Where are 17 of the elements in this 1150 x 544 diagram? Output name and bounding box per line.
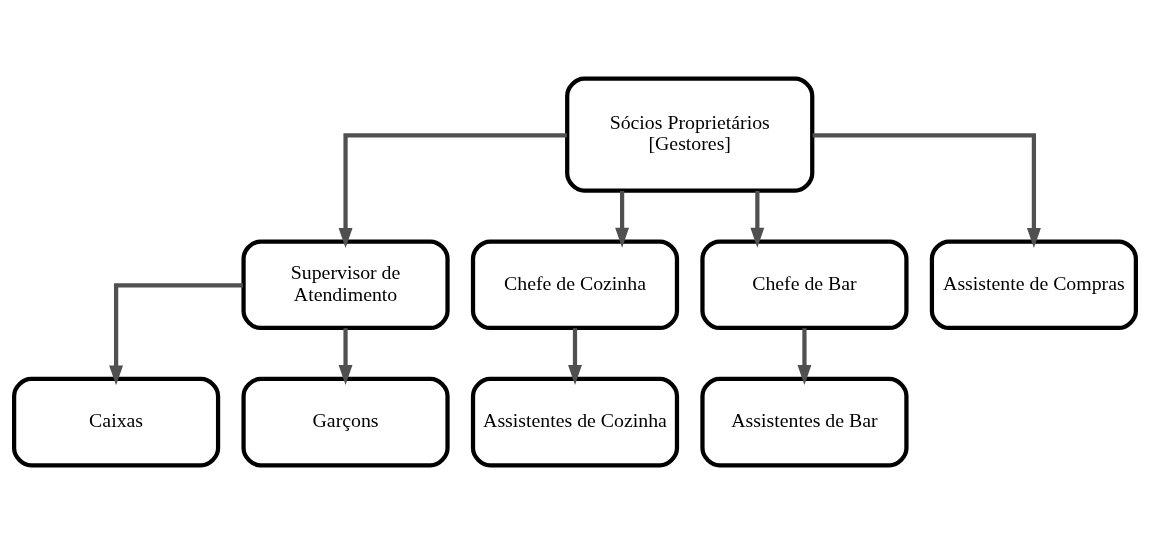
node-box: Assistente de Compras [929, 239, 1138, 331]
node-box: Sócios Proprietários [Gestores] [565, 76, 815, 193]
node-box: Chefe de Bar [700, 239, 909, 331]
arrow [797, 328, 812, 385]
node-box: Assistentes de Cozinha [470, 376, 680, 468]
node-box: Supervisor de Atendimento [241, 239, 450, 331]
arrow [338, 328, 353, 385]
arrow [812, 133, 1041, 248]
node-box: Garçons [241, 376, 450, 468]
arrow [338, 133, 567, 248]
node-box: Caixas [12, 376, 221, 468]
node-box: Assistentes de Bar [700, 376, 909, 468]
arrow [568, 328, 582, 385]
arrow [750, 190, 765, 248]
arrow [109, 283, 243, 386]
arrow [615, 190, 630, 248]
node-box: Chefe de Cozinha [470, 239, 680, 331]
